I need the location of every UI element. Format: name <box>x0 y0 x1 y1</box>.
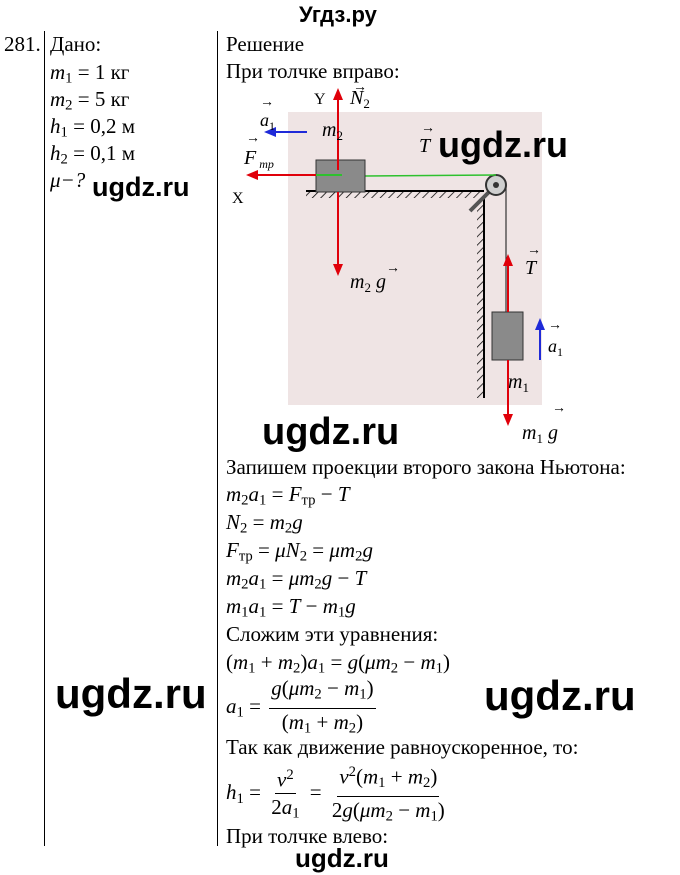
svg-text:→: → <box>421 121 435 136</box>
given-m2-value: 5 кг <box>94 87 130 111</box>
y-axis-label: Y <box>314 91 326 108</box>
given-h2: h2 = 0,1 м <box>50 141 135 168</box>
watermark-6: ugdz.ru <box>295 843 389 873</box>
a1-label-top: a1 <box>260 110 275 133</box>
svg-text:→: → <box>548 318 562 333</box>
block-m1 <box>491 311 524 361</box>
newton-text: Запишем проекции второго закона Ньютона: <box>226 455 626 479</box>
left-rule <box>44 31 45 846</box>
eq-6: (m1 + m2)a1 = g(μm2 − m1) <box>226 650 450 677</box>
t-label-m1: T <box>525 257 538 279</box>
svg-text:→: → <box>386 261 400 276</box>
watermark-3: ugdz.ru <box>262 411 400 453</box>
push-left-text: При толчке влево: <box>226 824 389 848</box>
eq-7: a1 = g(μm2 − m1)(m1 + m2) <box>226 676 376 737</box>
x-axis-label: X <box>232 190 244 207</box>
watermark-4: ugdz.ru <box>55 670 207 717</box>
eq-2: N2 = m2g <box>226 510 303 537</box>
eq-1: m2a1 = Fтр − T <box>226 482 350 509</box>
add-text: Сложим эти уравнения: <box>226 622 439 646</box>
site-header: Угдз.ру <box>299 2 377 27</box>
eq-3: Fтр = μN2 = μm2g <box>226 538 373 565</box>
rope-horizontal <box>364 174 497 177</box>
physics-diagram: X Y N2 → m2 g → → a1 m2 → F тр → T → T →… <box>232 84 566 446</box>
given-m1-value: 1 кг <box>94 60 130 84</box>
svg-text:→: → <box>260 95 274 110</box>
eq-5: m1a1 = T − m1g <box>226 594 356 621</box>
svg-text:→: → <box>353 84 367 95</box>
given-title: Дано: <box>50 32 102 56</box>
middle-rule <box>217 31 218 846</box>
push-right-text: При толчке вправо: <box>226 59 400 83</box>
eq-4: m2a1 = μm2g − T <box>226 566 367 593</box>
given-h1-value: 0,2 м <box>90 114 135 138</box>
svg-text:→: → <box>246 131 260 146</box>
pulley-axle <box>493 182 499 188</box>
table-hatch <box>306 191 484 198</box>
given-m1: m1 = 1 кг <box>50 60 130 87</box>
wall-hatch <box>477 198 484 398</box>
watermark-2: ugdz.ru <box>92 172 190 202</box>
svg-text:→: → <box>552 401 566 416</box>
uniform-text: Так как движение равноускоренное, то: <box>226 735 579 759</box>
a1-label-m1: a1 <box>548 336 563 359</box>
watermark-5: ugdz.ru <box>484 672 636 719</box>
problem-number: 281. <box>4 32 41 56</box>
m1g-label: m1 g <box>522 422 558 446</box>
svg-text:→: → <box>527 243 541 258</box>
given-h2-value: 0,1 м <box>90 141 135 165</box>
solution-title: Решение <box>226 32 305 56</box>
given-m2: m2 = 5 кг <box>50 87 130 114</box>
friction-label: F тр <box>243 147 274 171</box>
t-label-top: T <box>419 135 432 157</box>
watermark-1: ugdz.ru <box>438 124 568 165</box>
given-unknown: μ−? <box>50 168 86 192</box>
given-h1: h1 = 0,2 м <box>50 114 135 141</box>
